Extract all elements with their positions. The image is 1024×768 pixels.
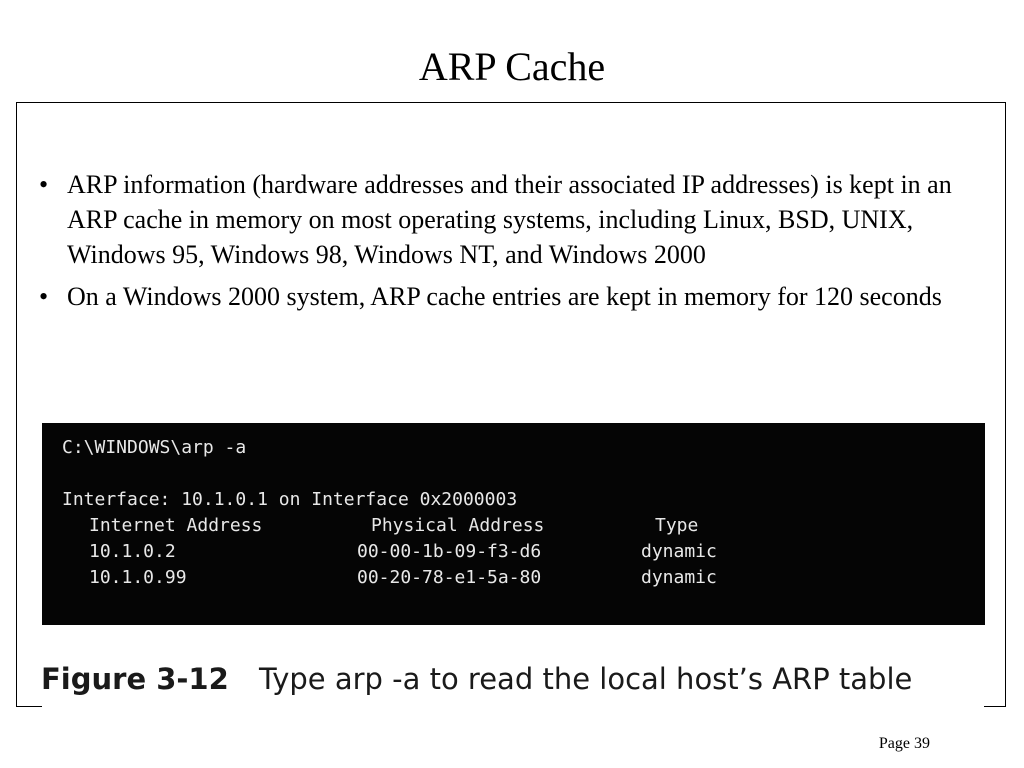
terminal-row-ip: 10.1.0.2 <box>89 541 176 562</box>
terminal-row-type: dynamic <box>641 541 717 562</box>
bullet-icon: • <box>39 282 49 311</box>
bullet-icon: • <box>39 170 49 199</box>
bullet-text: ARP information (hardware addresses and … <box>67 170 952 269</box>
terminal-header-internet-address: Internet Address <box>89 515 263 536</box>
terminal-command: C:\WINDOWS\arp -a <box>62 437 247 458</box>
bullet-text: On a Windows 2000 system, ARP cache entr… <box>67 282 942 311</box>
terminal-screenshot: C:\WINDOWS\arp -a Interface: 10.1.0.1 on… <box>42 423 985 625</box>
slide-title: ARP Cache <box>418 44 606 89</box>
terminal-row-ip: 10.1.0.99 <box>89 567 187 588</box>
terminal-header-physical-address: Physical Address <box>371 515 545 536</box>
figure-caption-text: Type arp -a to read the local host’s ARP… <box>259 662 913 696</box>
figure-caption: Figure 3-12 Type arp -a to read the local… <box>41 659 991 699</box>
bullet-list: • ARP information (hardware addresses an… <box>39 167 969 321</box>
frame-corner-right <box>984 706 1006 707</box>
page-number: Page 39 <box>878 735 930 752</box>
terminal-row-mac: 00-20-78-e1-5a-80 <box>357 567 542 588</box>
terminal-row-type: dynamic <box>641 567 717 588</box>
frame-corner-left <box>16 706 42 707</box>
content-frame: • ARP information (hardware addresses an… <box>16 102 1006 707</box>
figure-label: Figure 3-12 <box>41 662 229 696</box>
bullet-item: • On a Windows 2000 system, ARP cache en… <box>39 279 969 314</box>
terminal-row-mac: 00-00-1b-09-f3-d6 <box>357 541 542 562</box>
terminal-header-type: Type <box>655 515 699 536</box>
bullet-item: • ARP information (hardware addresses an… <box>39 167 969 272</box>
terminal-interface-line: Interface: 10.1.0.1 on Interface 0x20000… <box>62 489 518 510</box>
